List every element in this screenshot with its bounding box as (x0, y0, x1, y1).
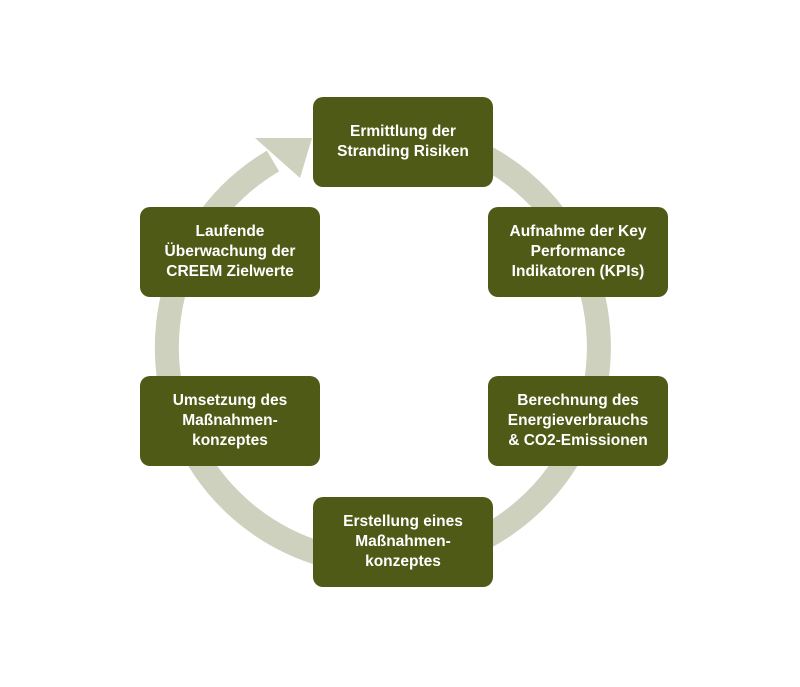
label-line: Laufende (195, 223, 265, 240)
label-line: & CO2-Emissionen (508, 432, 648, 449)
cycle-step-ermittlung: Ermittlung der Stranding Risiken (313, 97, 493, 187)
label-line: Indikatoren (KPIs) (511, 263, 645, 280)
cycle-step-label: Laufende Überwachung der CREEM Zielwerte (165, 222, 296, 282)
label-line: Performance (530, 243, 626, 260)
cycle-step-ueberwachung: Laufende Überwachung der CREEM Zielwerte (140, 207, 320, 297)
cycle-step-berechnung: Berechnung des Energieverbrauchs & CO2-E… (488, 376, 668, 466)
label-line: Überwachung der (164, 243, 296, 260)
label-line: Berechnung des (517, 392, 639, 409)
cycle-step-label: Aufnahme der Key Performance Indikatoren… (510, 222, 647, 282)
cycle-step-erstellung: Erstellung eines Maßnahmen- konzeptes (313, 497, 493, 587)
cycle-step-label: Berechnung des Energieverbrauchs & CO2-E… (508, 391, 648, 451)
cycle-step-umsetzung: Umsetzung des Maßnahmen- konzeptes (140, 376, 320, 466)
label-line: konzeptes (365, 553, 441, 570)
label-line: Stranding Risiken (337, 143, 469, 160)
cycle-step-aufnahme-kpis: Aufnahme der Key Performance Indikatoren… (488, 207, 668, 297)
label-line: CREEM Zielwerte (166, 263, 294, 280)
label-line: Umsetzung des (172, 392, 288, 409)
label-line: Energieverbrauchs (507, 412, 649, 429)
cycle-step-label: Erstellung eines Maßnahmen- konzeptes (343, 512, 463, 572)
label-line: Erstellung eines (343, 513, 463, 530)
label-line: konzeptes (192, 432, 268, 449)
label-line: Aufnahme der Key (509, 223, 647, 240)
cycle-step-label: Ermittlung der Stranding Risiken (337, 122, 469, 162)
label-line: Maßnahmen- (355, 533, 451, 550)
label-line: Ermittlung der (350, 123, 456, 140)
cycle-step-label: Umsetzung des Maßnahmen- konzeptes (173, 391, 288, 451)
cycle-arrowhead (255, 138, 312, 178)
label-line: Maßnahmen- (182, 412, 278, 429)
